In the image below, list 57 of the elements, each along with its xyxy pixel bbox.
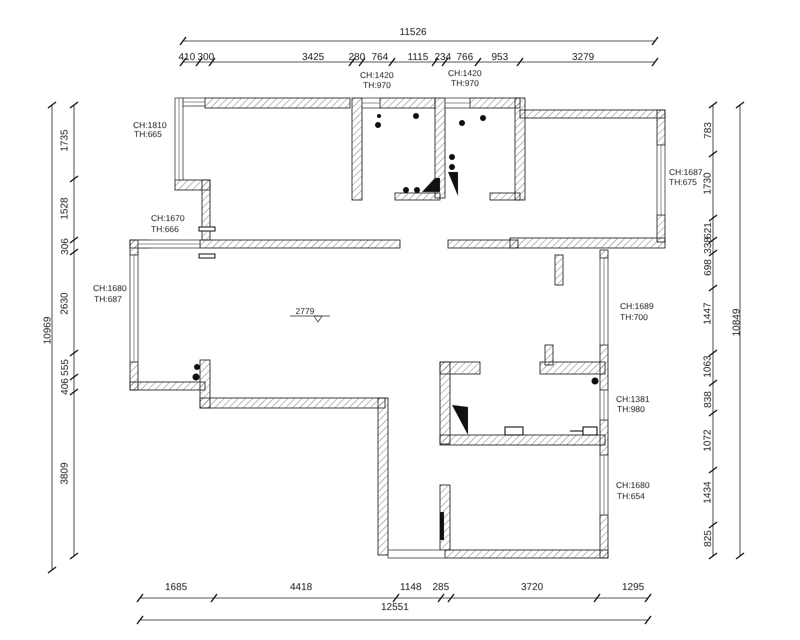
dimension-label: 1148 bbox=[400, 582, 422, 592]
window-annotation: TH:675 bbox=[669, 178, 697, 186]
window-annotation: CH:1680 bbox=[93, 284, 127, 292]
dimension-label: 285 bbox=[432, 582, 450, 592]
dimension-label: 406 bbox=[59, 378, 70, 394]
dimension-label: 1295 bbox=[622, 582, 644, 592]
window-annotation: TH:700 bbox=[620, 312, 648, 322]
dimension-label: 3279 bbox=[572, 52, 594, 62]
window-annotation: CH:1670 bbox=[151, 214, 185, 222]
dimension-label: 3809 bbox=[60, 462, 71, 484]
dimension-label: 2630 bbox=[60, 292, 71, 314]
window-annotation: TH:970 bbox=[451, 78, 479, 88]
level-label: 2779 bbox=[296, 306, 314, 316]
dimension-label: 1528 bbox=[60, 196, 71, 220]
window-annotation: CH:1680 bbox=[616, 480, 650, 490]
window-annotation: CH:1689 bbox=[620, 302, 654, 310]
window-annotation: TH:666 bbox=[151, 224, 179, 234]
dimension-label: 300 bbox=[198, 52, 214, 62]
window-annotation: CH:1420 bbox=[448, 68, 482, 78]
dimension-label: 1434 bbox=[702, 480, 714, 504]
dimension-label: 12551 bbox=[381, 602, 409, 612]
dimension-label: 280 bbox=[348, 52, 366, 62]
window-annotation: CH:1687 bbox=[669, 168, 703, 176]
dimension-label: 11526 bbox=[400, 26, 427, 38]
window-annotation: CH:1381 bbox=[616, 394, 650, 404]
dimension-label: 825 bbox=[702, 530, 714, 546]
dimension-label: 1072 bbox=[702, 428, 714, 452]
dimension-label: 10969 bbox=[42, 316, 54, 344]
window-annotation: CH:1810 bbox=[133, 120, 167, 130]
dimension-label: 1730 bbox=[702, 172, 714, 194]
dimension-label: 338 bbox=[702, 236, 714, 254]
dimension-label: 953 bbox=[492, 52, 508, 62]
dimension-label: 1447 bbox=[702, 302, 714, 324]
window-annotation: TH:970 bbox=[363, 80, 391, 90]
dimension-label: 3425 bbox=[302, 52, 324, 62]
window-annotation: TH:654 bbox=[617, 492, 645, 500]
dimension-label: 555 bbox=[59, 358, 70, 376]
dimension-label: 621 bbox=[702, 222, 714, 238]
dimension-label: 410 bbox=[178, 52, 196, 62]
window-annotation: CH:1420 bbox=[360, 70, 394, 80]
dimension-label: 783 bbox=[702, 122, 714, 138]
dimension-label: 306 bbox=[59, 238, 70, 254]
dimension-label: 234 bbox=[434, 52, 452, 62]
dimension-label: 1115 bbox=[408, 52, 428, 62]
dimension-label: 4418 bbox=[290, 582, 312, 592]
dimension-label: 766 bbox=[456, 52, 474, 62]
window-annotation: TH:665 bbox=[134, 130, 162, 138]
dimension-label: 838 bbox=[702, 390, 714, 408]
dimension-label: 698 bbox=[702, 258, 714, 276]
dimension-label: 10849 bbox=[731, 308, 742, 336]
dimension-label: 3720 bbox=[521, 582, 544, 592]
dimension-label: 1063 bbox=[702, 354, 714, 378]
window-annotation: TH:687 bbox=[94, 294, 122, 304]
window-annotation: TH:980 bbox=[617, 404, 645, 414]
dimension-label: 1685 bbox=[165, 582, 188, 592]
dimension-label: 1735 bbox=[60, 128, 71, 152]
dimension-label: 764 bbox=[372, 52, 388, 62]
